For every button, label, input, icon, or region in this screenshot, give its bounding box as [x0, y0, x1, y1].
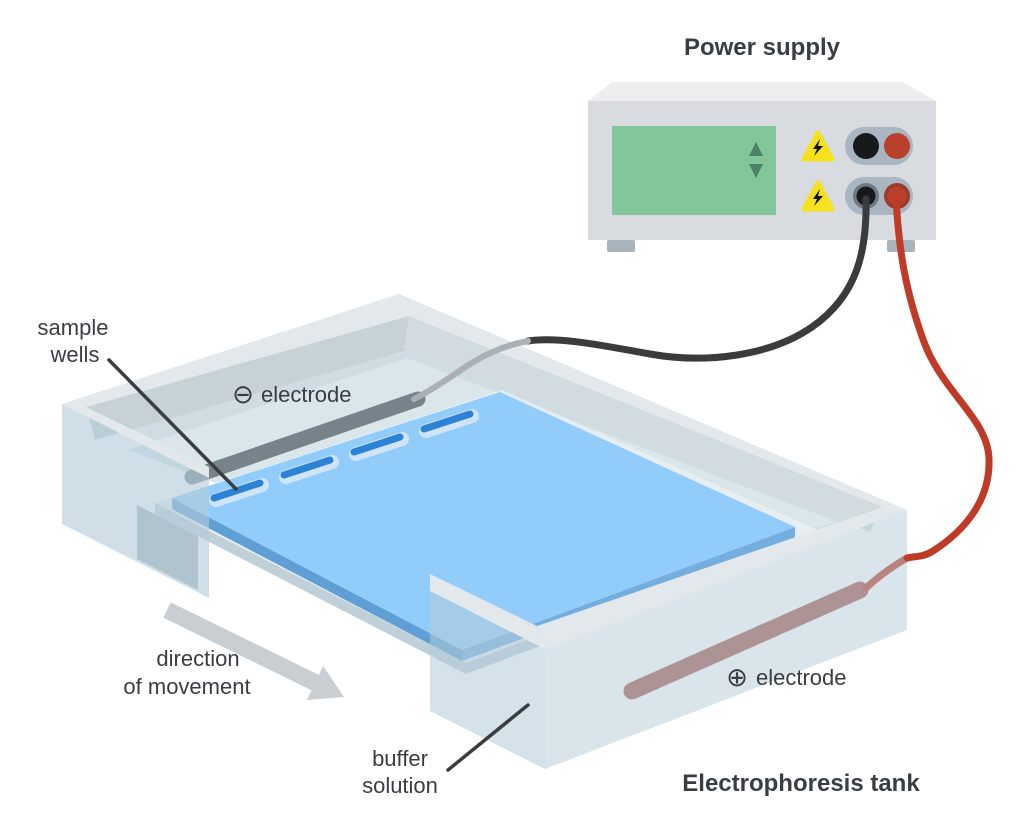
power-supply-screen [612, 126, 776, 215]
tank-rim [62, 294, 907, 649]
negative-symbol-icon: ⊖ [232, 380, 254, 410]
electrophoresis-tank [62, 294, 911, 769]
black-wire [524, 195, 870, 362]
sample-well [210, 479, 264, 502]
high-voltage-icon [801, 180, 835, 212]
red-jack [884, 133, 910, 159]
rim-front-left-b [430, 574, 545, 649]
positive-electrode-label: electrode [756, 665, 847, 690]
screen-down-arrow-icon [749, 164, 763, 178]
direction-label-line1: direction [156, 646, 239, 671]
negative-electrode-rod [184, 391, 426, 485]
power-supply-top [588, 82, 936, 101]
gray-wire-to-negative-electrode [411, 338, 531, 402]
gel-edge-left [172, 498, 462, 661]
jack-panel-bottom [845, 177, 913, 215]
tank-inner-wall-back-right [404, 316, 883, 532]
tank-front-left-wall [62, 404, 209, 598]
positive-symbol-icon: ⊕ [726, 663, 748, 693]
buffer-label-line2: solution [362, 773, 438, 798]
sample-wells-leader-line [107, 358, 238, 491]
negative-electrode-label: electrode [261, 382, 352, 407]
buffer-solution-leader-line [446, 703, 530, 772]
buffer-label-line1: buffer [372, 746, 428, 771]
power-supply [588, 82, 936, 252]
direction-label-line2: of movement [123, 674, 250, 699]
black-jack [853, 133, 879, 159]
sample-well [350, 433, 404, 456]
sample-wells-label-line1: sample [38, 315, 109, 340]
rim-front-right [537, 507, 907, 649]
red-wire [892, 195, 993, 562]
tank-front-right-wall [545, 510, 907, 769]
screen-up-arrow-icon [749, 142, 763, 156]
leader-lines [107, 358, 530, 772]
power-supply-foot-left [607, 240, 635, 252]
rim-front-left-a [62, 404, 209, 478]
rim-back-right [399, 294, 907, 510]
jack-panel-top [845, 127, 913, 165]
sample-well [420, 410, 474, 433]
gel-tray-edge-left [155, 503, 466, 674]
tank-front-left-wall-notch-right [430, 591, 545, 769]
power-supply-title: Power supply [684, 34, 841, 61]
rim-back-left [62, 294, 409, 407]
high-voltage-icon [801, 130, 835, 162]
tank-inner-wall-back-left [86, 316, 414, 440]
tank-title: Electrophoresis tank [682, 770, 920, 797]
sample-wells [209, 409, 479, 507]
text-labels: Power supply Electrophoresis tank sample… [38, 34, 921, 798]
sample-wells-label-line2: wells [50, 342, 100, 367]
wires [411, 195, 993, 562]
direction-arrow-icon [163, 602, 344, 700]
sample-well [280, 456, 334, 479]
